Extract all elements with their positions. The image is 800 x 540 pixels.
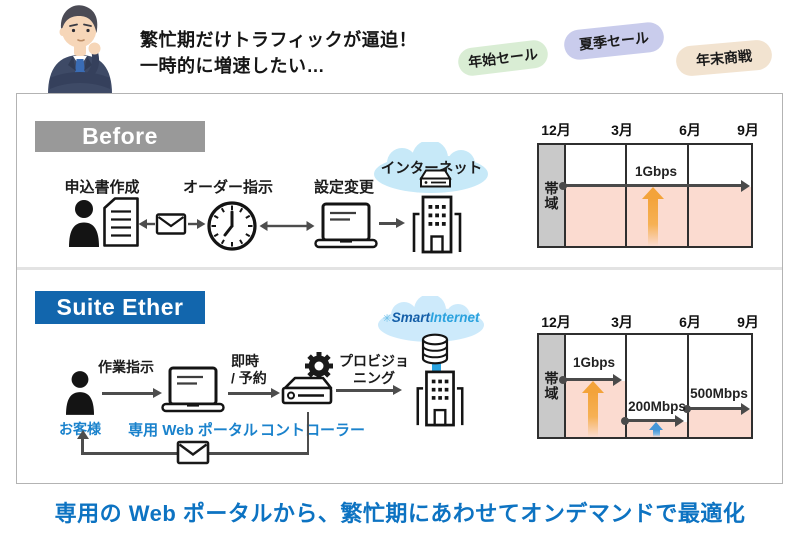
before-grid-line-1 <box>625 145 627 246</box>
section-divider <box>17 267 782 270</box>
pill-summer-sale: 夏季セール <box>562 20 666 62</box>
after-small-boost-shaft <box>653 430 660 437</box>
customer-person-icon <box>69 200 99 247</box>
after-small-boost-head <box>649 422 663 430</box>
before-month-9: 9月 <box>737 122 759 138</box>
footer-caption: 専用の Web ポータルから、繁忙期にあわせてオンデマンドで最適化 <box>54 501 746 526</box>
uplink-connector <box>432 360 441 372</box>
smartinternet-cloud <box>376 296 486 344</box>
before-month-3: 3月 <box>611 122 633 138</box>
before-step1-label: 申込書作成 <box>64 179 140 196</box>
after-boost-arrow-shaft <box>588 392 598 437</box>
before-band-label: 帯域 <box>543 180 560 211</box>
before-title: Before <box>35 121 205 152</box>
before-value-1gbps: 1Gbps <box>634 164 678 179</box>
after-grid-line-1 <box>625 335 627 437</box>
work-order-label: 作業指示 <box>98 359 154 375</box>
after-value-500mbps: 500Mbps <box>690 386 748 401</box>
smartinternet-logo-internet: Internet <box>429 310 480 325</box>
after-month-12: 12月 <box>541 314 571 330</box>
suite-ether-title: Suite Ether <box>35 291 205 324</box>
controller-gear-icon <box>279 350 335 414</box>
feedback-arrow-head <box>76 430 89 439</box>
smartinternet-logo-smart: Smart <box>391 310 430 325</box>
feedback-line-up <box>81 439 84 454</box>
arrow-customer-to-portal <box>102 388 162 397</box>
before-boost-arrow-head <box>642 187 664 199</box>
after-month-9: 9月 <box>737 314 759 330</box>
office-building-icon-2 <box>411 369 469 427</box>
after-usage-fill-3 <box>689 410 751 437</box>
after-bandwidth-chart: 帯域 <box>537 333 753 439</box>
smartinternet-logo: ✳SmartInternet <box>376 310 486 325</box>
pill-new-year-sale: 年始セール <box>456 38 550 78</box>
after-boost-arrow-head <box>582 381 604 393</box>
smartinternet-logo-mark-icon: ✳ <box>382 313 392 325</box>
before-bandwidth-chart: 帯域 <box>537 143 753 248</box>
after-bandwidth-line-3 <box>683 402 750 415</box>
customer-label: お客様 <box>59 421 101 437</box>
before-boost-arrow-shaft <box>648 198 658 246</box>
router-server-icon <box>419 169 452 188</box>
after-grid-line-2 <box>687 335 689 437</box>
customer-person-icon-2 <box>66 371 94 415</box>
before-step3-label: 設定変更 <box>313 179 374 196</box>
clock-icon <box>206 200 258 252</box>
after-value-1gbps: 1Gbps <box>572 355 616 370</box>
reserved-label: / 予約 <box>231 370 267 386</box>
before-bandwidth-line <box>559 179 750 192</box>
provisioning-label-1: プロビジョ <box>339 353 409 369</box>
pill-year-end-sale: 年末商戦 <box>674 38 774 78</box>
thought-line-2: 一時的に増速したい… <box>140 56 325 76</box>
after-month-6: 6月 <box>679 314 701 330</box>
before-month-12: 12月 <box>541 122 571 138</box>
double-arrow-icon <box>259 218 315 234</box>
thought-line-1: 繁忙期だけトラフィックが逼迫！ <box>140 30 418 50</box>
before-month-6: 6月 <box>679 122 701 138</box>
after-month-3: 3月 <box>611 314 633 330</box>
arrow-to-internet-building <box>379 218 405 227</box>
feedback-line-down <box>306 412 309 454</box>
after-value-200mbps: 200Mbps <box>628 399 686 414</box>
config-laptop-icon <box>314 202 378 249</box>
provisioning-label-2: ニング <box>353 370 395 386</box>
before-step2-label: オーダー指示 <box>182 179 273 196</box>
controller-label: コントローラー <box>260 422 366 439</box>
mail-exchange-arrows-icon <box>138 211 206 237</box>
internet-cloud-label: インターネット <box>380 161 483 177</box>
after-bandwidth-line-1 <box>559 373 622 386</box>
after-band-label: 帯域 <box>543 371 560 401</box>
office-building-icon <box>407 194 467 254</box>
after-bandwidth-line-2 <box>621 414 684 427</box>
before-grid-line-2 <box>687 145 689 246</box>
arrow-controller-to-building <box>336 385 402 394</box>
notification-mail-icon <box>176 440 210 465</box>
before-band-axis: 帯域 <box>539 145 566 246</box>
after-band-axis: 帯域 <box>539 335 566 437</box>
businessman-illustration <box>28 2 132 94</box>
application-document-icon <box>103 197 139 247</box>
immediate-label: 即時 <box>231 353 259 369</box>
arrow-portal-to-controller <box>228 388 280 397</box>
web-portal-label: 専用 Web ポータル <box>128 422 258 439</box>
database-cylinder-icon <box>421 333 449 365</box>
web-portal-laptop-icon <box>161 366 225 413</box>
